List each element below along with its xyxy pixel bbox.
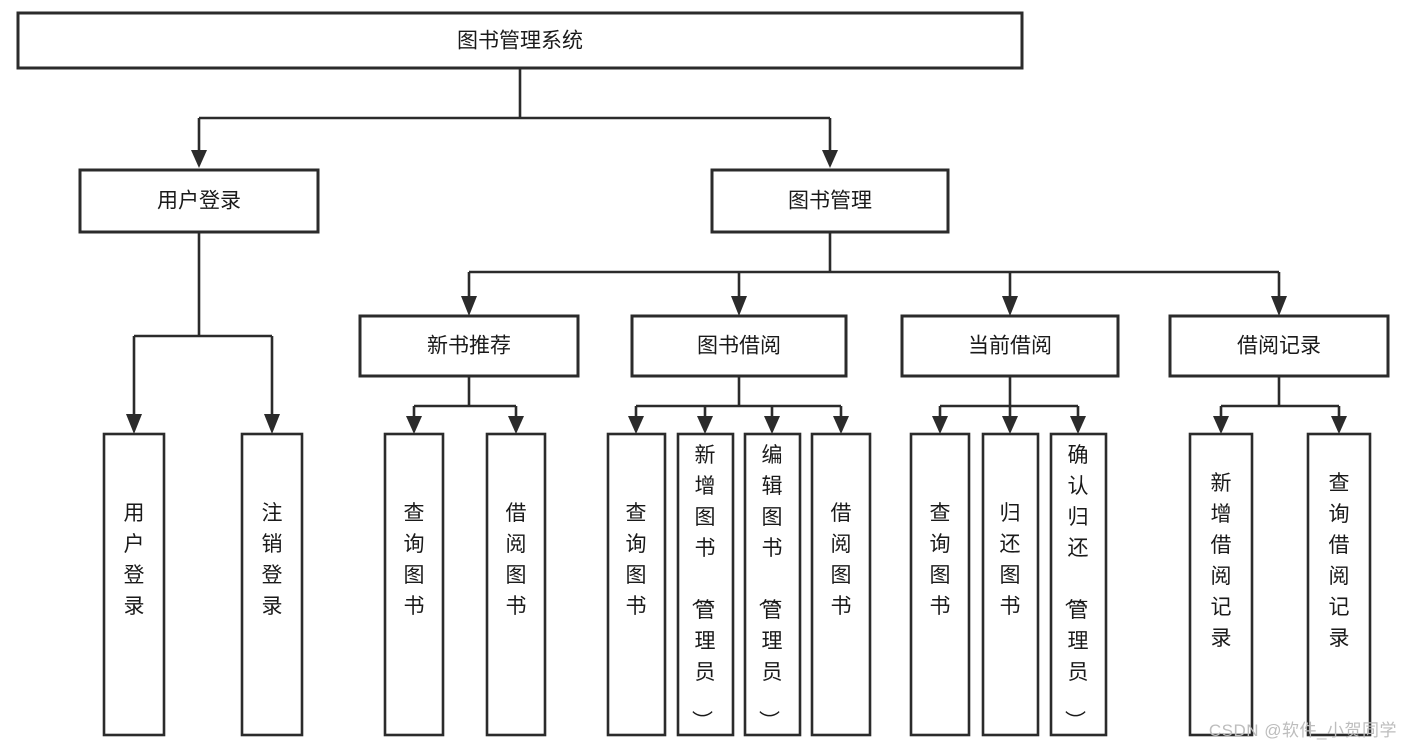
leaf-edit-book[interactable]: 编辑图书（管理员） (743, 432, 802, 737)
connector-group-borrow-record (1213, 376, 1347, 434)
node-book-manage-label: 图书管理 (788, 190, 872, 213)
connector-group-book-borrow (628, 376, 849, 434)
arrow-head-current-borrow (1002, 296, 1018, 316)
arrow-head-leaf-edit-book (764, 416, 780, 434)
arrow-head-user-login (191, 150, 207, 168)
node-user-login[interactable]: 用户登录 (78, 168, 320, 234)
leaf-add-record[interactable]: 新增借阅记录 (1188, 432, 1254, 737)
arrow-head-leaf-borrow-book-2 (833, 416, 849, 434)
node-book-borrow-box[interactable] (630, 314, 848, 378)
connector-group-current-borrow (932, 376, 1086, 434)
node-current-borrow[interactable]: 当前借阅 (900, 314, 1120, 378)
leaf-query-book-3-box[interactable] (909, 432, 971, 737)
node-book-borrow[interactable]: 图书借阅 (630, 314, 848, 378)
node-root-box[interactable] (16, 11, 1024, 70)
leaf-borrow-book-2[interactable]: 借阅图书 (810, 432, 872, 737)
leaf-query-book-3-label: 查询图书 (930, 502, 951, 618)
leaf-query-record-box[interactable] (1306, 432, 1372, 737)
leaf-add-record-label: 新增借阅记录 (1211, 472, 1232, 650)
node-user-login-box[interactable] (78, 168, 320, 234)
node-book-manage-box[interactable] (710, 168, 950, 234)
leaf-query-book-2-box[interactable] (606, 432, 667, 737)
leaf-query-record-label: 查询借阅记录 (1329, 472, 1350, 650)
connector-group-user-login (126, 232, 280, 434)
leaf-user-login-box[interactable] (102, 432, 166, 737)
node-root-label: 图书管理系统 (457, 30, 583, 53)
node-book-borrow-label: 图书借阅 (697, 335, 781, 358)
leaf-query-book-1-label: 查询图书 (404, 502, 425, 618)
arrow-head-leaf-query-book-2 (628, 416, 644, 434)
arrow-head-leaf-borrow-book-1 (508, 416, 524, 434)
leaf-query-book-1[interactable]: 查询图书 (383, 432, 445, 737)
leaf-query-book-2[interactable]: 查询图书 (606, 432, 667, 737)
leaf-query-book-3[interactable]: 查询图书 (909, 432, 971, 737)
leaf-edit-book-box[interactable] (743, 432, 802, 737)
node-new-book-rec-label: 新书推荐 (427, 335, 511, 358)
leaf-confirm-return-box[interactable] (1049, 432, 1108, 737)
arrow-head-leaf-return-book (1002, 416, 1018, 434)
node-borrow-record-label: 借阅记录 (1237, 335, 1321, 358)
node-new-book-rec[interactable]: 新书推荐 (358, 314, 580, 378)
connector-group-book-manage (461, 232, 1287, 316)
connector-group-new-book-rec (406, 376, 524, 434)
node-current-borrow-label: 当前借阅 (968, 335, 1052, 358)
connector-group-root (191, 68, 838, 168)
leaf-add-book-label: 新增图书（管理员） (690, 444, 716, 731)
arrow-head-leaf-query-book-1 (406, 416, 422, 434)
arrow-head-leaf-confirm-return (1070, 416, 1086, 434)
node-new-book-rec-box[interactable] (358, 314, 580, 378)
leaf-user-login-label: 用户登录 (124, 502, 145, 618)
arrow-head-leaf-add-record (1213, 416, 1229, 434)
leaf-query-book-1-box[interactable] (383, 432, 445, 737)
leaf-borrow-book-1[interactable]: 借阅图书 (485, 432, 547, 737)
node-current-borrow-box[interactable] (900, 314, 1120, 378)
leaf-return-book-label: 归还图书 (1000, 502, 1021, 618)
leaf-confirm-return-label: 确认归还（管理员） (1063, 444, 1089, 731)
arrow-head-leaf-add-book (697, 416, 713, 434)
leaf-query-book-2-label: 查询图书 (626, 502, 647, 618)
leaf-borrow-book-1-box[interactable] (485, 432, 547, 737)
arrow-head-book-manage (822, 150, 838, 168)
node-borrow-record-box[interactable] (1168, 314, 1390, 378)
arrow-head-leaf-logout (264, 414, 280, 434)
arrow-head-leaf-user-login (126, 414, 142, 434)
arrow-head-borrow-record (1271, 296, 1287, 316)
leaf-add-book[interactable]: 新增图书（管理员） (676, 432, 735, 737)
arrow-head-leaf-query-record (1331, 416, 1347, 434)
leaf-return-book[interactable]: 归还图书 (981, 432, 1040, 737)
leaf-query-record[interactable]: 查询借阅记录 (1306, 432, 1372, 737)
csdn-watermark: CSDN @软件_小贺同学 (1208, 721, 1397, 740)
leaf-edit-book-label: 编辑图书（管理员） (757, 444, 783, 731)
arrow-head-new-book-rec (461, 296, 477, 316)
node-user-login-label: 用户登录 (157, 190, 241, 213)
arrow-head-leaf-query-book-3 (932, 416, 948, 434)
arrow-head-book-borrow (731, 296, 747, 316)
leaf-user-login[interactable]: 用户登录 (102, 432, 166, 737)
leaf-add-record-box[interactable] (1188, 432, 1254, 737)
node-borrow-record[interactable]: 借阅记录 (1168, 314, 1390, 378)
leaf-logout-box[interactable] (240, 432, 304, 737)
leaf-borrow-book-2-label: 借阅图书 (831, 502, 852, 618)
leaf-logout-label: 注销登录 (262, 502, 283, 618)
leaf-confirm-return[interactable]: 确认归还（管理员） (1049, 432, 1108, 737)
leaf-add-book-box[interactable] (676, 432, 735, 737)
leaf-borrow-book-2-box[interactable] (810, 432, 872, 737)
leaf-borrow-book-1-label: 借阅图书 (506, 502, 527, 618)
leaf-logout[interactable]: 注销登录 (240, 432, 304, 737)
node-root[interactable]: 图书管理系统 (16, 11, 1024, 70)
node-book-manage[interactable]: 图书管理 (710, 168, 950, 234)
leaf-return-book-box[interactable] (981, 432, 1040, 737)
